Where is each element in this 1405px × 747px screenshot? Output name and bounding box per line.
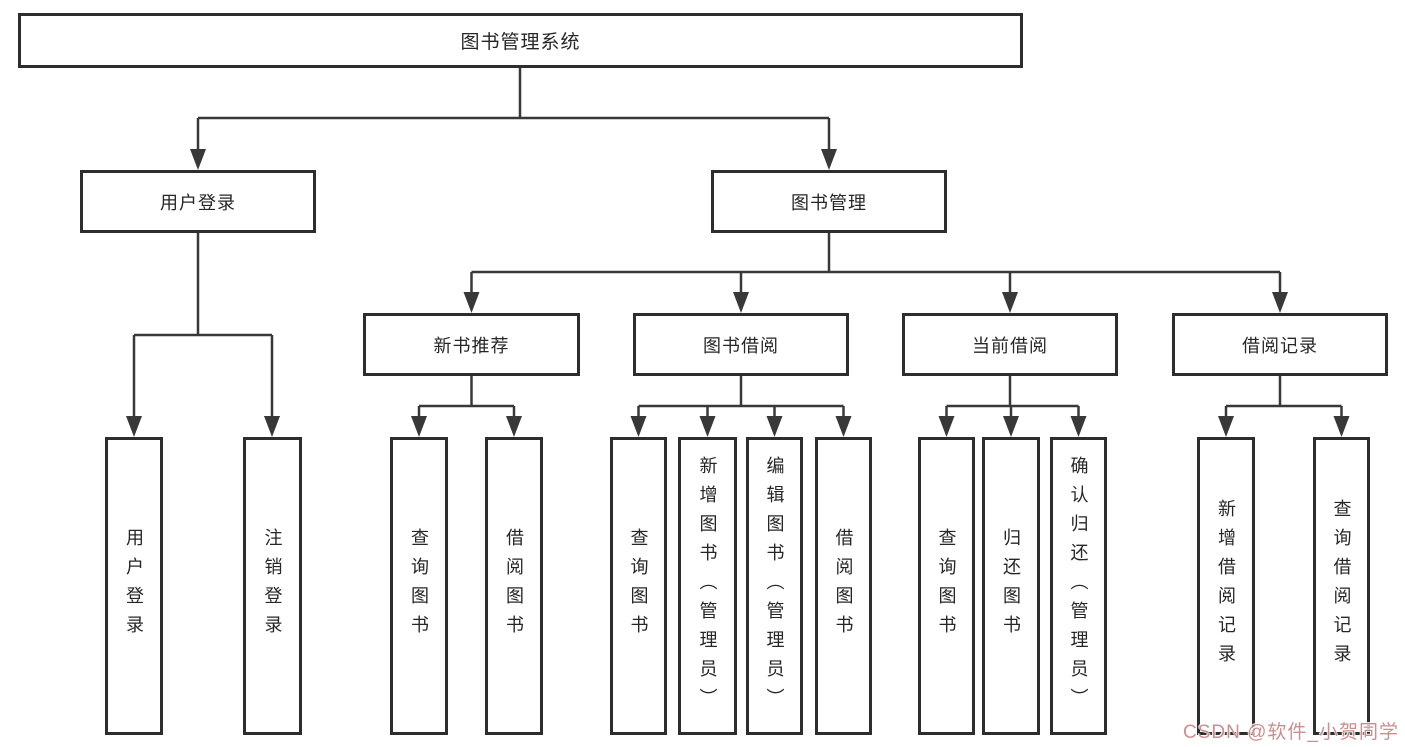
- csdn-watermark: CSDN @软件_小贺同学: [1183, 722, 1399, 743]
- node-library-management-system: 图书管理系统: [18, 13, 1023, 68]
- node-book-management: 图书管理: [711, 170, 947, 233]
- leaf-label: 借阅图书: [833, 528, 854, 644]
- leaf-return-books: 归还图书: [982, 437, 1040, 735]
- node-user-login: 用户登录: [80, 170, 316, 233]
- leaf-query-books-recommend: 查询图书: [390, 437, 448, 735]
- leaf-borrow-books: 借阅图书: [815, 437, 872, 735]
- node-borrowing-records: 借阅记录: [1172, 313, 1388, 376]
- leaf-label: 归还图书: [1001, 528, 1021, 644]
- leaf-edit-books-admin: 编辑图书（管理员）: [746, 437, 803, 735]
- leaf-add-books-admin: 新增图书（管理员）: [678, 437, 737, 735]
- leaf-add-borrow-record: 新增借阅记录: [1197, 437, 1255, 735]
- node-current-borrowing: 当前借阅: [902, 313, 1118, 376]
- leaf-label: 注销登录: [262, 528, 283, 644]
- leaf-query-books-current: 查询图书: [918, 437, 975, 735]
- leaf-label: 编辑图书（管理员）: [764, 455, 785, 717]
- leaf-query-borrow-record: 查询借阅记录: [1313, 437, 1370, 735]
- leaf-confirm-return-admin: 确认归还（管理员）: [1050, 437, 1107, 735]
- leaf-label: 查询图书: [628, 528, 649, 644]
- node-book-borrowing: 图书借阅: [633, 313, 849, 376]
- leaf-label: 新增借阅记录: [1216, 499, 1236, 673]
- leaf-query-books-borrowing: 查询图书: [610, 437, 667, 735]
- leaf-user-login: 用户登录: [105, 437, 163, 735]
- leaf-label: 确认归还（管理员）: [1068, 455, 1089, 717]
- leaf-label: 查询图书: [409, 528, 429, 644]
- leaf-label: 用户登录: [124, 528, 144, 644]
- leaf-label: 新增图书（管理员）: [697, 455, 718, 717]
- leaf-label: 借阅图书: [504, 528, 524, 644]
- leaf-label: 查询图书: [936, 528, 957, 644]
- leaf-label: 查询借阅记录: [1331, 499, 1352, 673]
- leaf-logout: 注销登录: [243, 437, 302, 735]
- node-new-book-recommendation: 新书推荐: [363, 313, 580, 376]
- leaf-borrow-books-recommend: 借阅图书: [485, 437, 543, 735]
